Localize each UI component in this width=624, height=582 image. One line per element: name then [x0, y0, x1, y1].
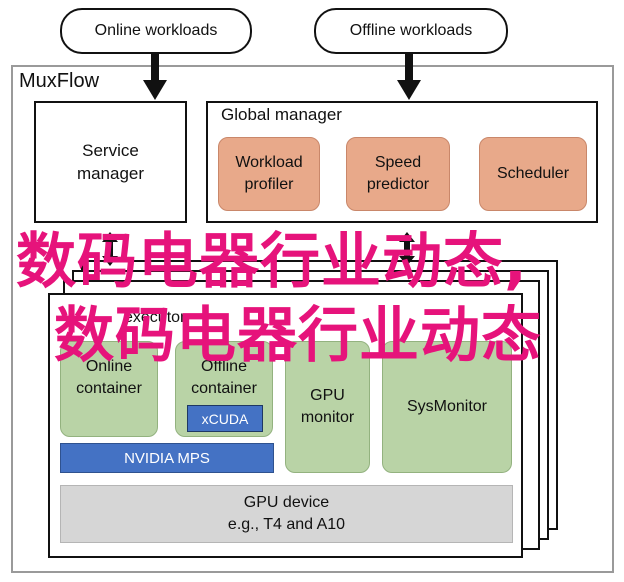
online-container-label: Online container [76, 358, 142, 397]
arrow-global-manager-executor [399, 232, 415, 266]
xcuda-label: xCUDA [201, 410, 249, 427]
speed-predictor-box: Speed predictor [346, 137, 450, 211]
online-workloads-label: Online workloads [94, 22, 218, 39]
workload-profiler-label: Workload profiler [235, 154, 303, 193]
global-manager-title: Global manager [221, 105, 342, 124]
watermark-line-1: 数码电器行业动态, [16, 227, 528, 297]
arrow-offline-to-global-manager [397, 54, 421, 100]
gpu-monitor-box: GPU monitor [285, 341, 370, 473]
xcuda-box: xCUDA [187, 405, 263, 432]
muxflow-title: MuxFlow [19, 70, 100, 92]
gpu-device-label: GPU device e.g., T4 and A10 [227, 494, 346, 533]
offline-workloads-label: Offline workloads [349, 22, 473, 39]
gpu-device-box: GPU device e.g., T4 and A10 [60, 485, 513, 543]
arrow-service-manager-executor [102, 232, 118, 266]
scheduler-box: Scheduler [479, 137, 587, 211]
offline-workloads-pill: Offline workloads [314, 8, 508, 54]
service-manager-box: Service manager [34, 101, 187, 223]
executor-title: executor [124, 309, 186, 326]
gpu-monitor-label: GPU monitor [300, 387, 355, 426]
nvidia-mps-bar: NVIDIA MPS [60, 443, 274, 473]
online-workloads-pill: Online workloads [60, 8, 252, 54]
sysmonitor-box: SysMonitor [382, 341, 512, 473]
arrow-online-to-service-manager [143, 54, 167, 100]
online-container-box: Online container [60, 341, 158, 437]
service-manager-label: Service manager [76, 141, 145, 183]
watermark-line-2: 数码电器行业动态 [54, 301, 542, 371]
nvidia-mps-label: NVIDIA MPS [124, 449, 210, 467]
muxflow-frame [11, 65, 614, 573]
scheduler-label: Scheduler [496, 165, 570, 182]
workload-profiler-box: Workload profiler [218, 137, 320, 211]
sysmonitor-label: SysMonitor [406, 398, 488, 415]
speed-predictor-label: Speed predictor [366, 154, 430, 193]
offline-container-label: Offline container [191, 358, 257, 397]
